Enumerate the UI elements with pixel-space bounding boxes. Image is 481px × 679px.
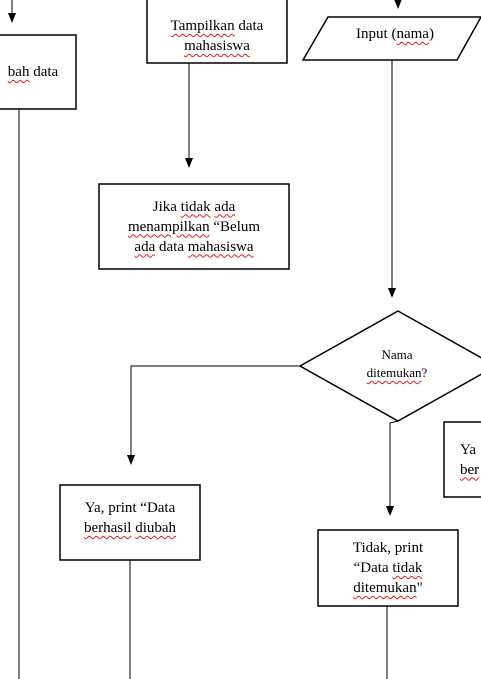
text-word: “Data [353, 560, 393, 576]
text-line: menampilkan “Belum [128, 217, 260, 237]
text-word: data [234, 18, 264, 34]
arrow-diamond-to-ya [127, 365, 300, 465]
box-ya-print [59, 484, 201, 561]
arrow-diamond-to-tidak [386, 420, 399, 516]
text-word-flagged: ada [214, 198, 236, 215]
text-word-flagged: Tampilkan [170, 18, 235, 34]
label-input-nama: Input (nama) [320, 17, 470, 51]
ya-ber-text: Ya ber [460, 440, 479, 480]
text-word: ? [421, 365, 428, 380]
text-word-flagged: ber [460, 461, 480, 478]
text-word-flagged: nama [396, 26, 429, 42]
text-word: Ya, print “Data [84, 500, 176, 516]
text-line: Tidak, print [353, 538, 423, 558]
box-tidak-print [317, 529, 459, 607]
text-word-flagged: ditemukan [366, 365, 422, 380]
tampilkan-text: Tampilkan data mahasiswa [171, 16, 264, 56]
label-tampilkan-data: Tampilkan data mahasiswa [147, 0, 287, 56]
label-nama-ditemukan: Nama ditemukan? [340, 338, 454, 390]
text-word-flagged: mahasiswa [187, 238, 254, 255]
text-word: “Belum [209, 218, 261, 235]
text-line: Tampilkan data [171, 16, 264, 36]
text-line: Nama [367, 346, 428, 364]
text-word-flagged: tidak [180, 198, 211, 215]
text-word-flagged: bah [7, 64, 30, 80]
text-word-flagged: diubah [135, 520, 177, 536]
text-word: " [416, 580, 423, 596]
text-word: Nama [381, 347, 413, 362]
text-word: data [29, 64, 59, 80]
text-word-flagged: ada [134, 238, 156, 255]
text-line: Jika tidak ada [128, 197, 260, 217]
text-word: Input ( [356, 26, 397, 42]
text-line: ada data mahasiswa [128, 237, 260, 257]
text-line: Ya, print “Data [84, 498, 176, 518]
text-line: ditemukan" [353, 578, 423, 598]
text-word-flagged: tidak [392, 560, 423, 576]
text-word: ) [428, 26, 434, 42]
text-line: Input (nama) [356, 24, 434, 44]
text-line: Ya [460, 440, 479, 460]
text-word: data [155, 238, 188, 255]
input-nama-text: Input (nama) [356, 24, 434, 44]
text-word: Ya [460, 441, 476, 458]
text-line: ditemukan? [367, 364, 428, 382]
text-word: Jika [152, 198, 181, 215]
text-line: mahasiswa [171, 36, 264, 56]
label-ya-ber: Ya ber [444, 422, 481, 497]
box-jika-tidak-ada [98, 183, 290, 270]
label-ubah-data: bah data [0, 35, 72, 109]
ubah-data-text: bah data [8, 62, 58, 82]
box-ubah-data [0, 34, 77, 110]
nama-ditemukan-text: Nama ditemukan? [367, 346, 428, 382]
text-word-flagged: ditemukan [353, 580, 417, 596]
parallelogram-input-nama [301, 16, 481, 61]
text-word: Tidak, print [352, 540, 424, 556]
text-word-flagged: mahasiswa [184, 38, 250, 54]
box-tampilkan-data [146, 0, 288, 64]
ya-print-text: Ya, print “Data berhasil diubah [84, 498, 176, 538]
label-ya-print: Ya, print “Data berhasil diubah [60, 485, 200, 551]
box-ya-ber [443, 421, 481, 498]
text-word-flagged: menampilkan [127, 218, 210, 235]
text-line: “Data tidak [353, 558, 423, 578]
text-line: berhasil diubah [84, 518, 176, 538]
text-line: bah data [8, 62, 58, 82]
text-line: ber [460, 460, 479, 480]
text-word-flagged: berhasil [83, 520, 132, 536]
